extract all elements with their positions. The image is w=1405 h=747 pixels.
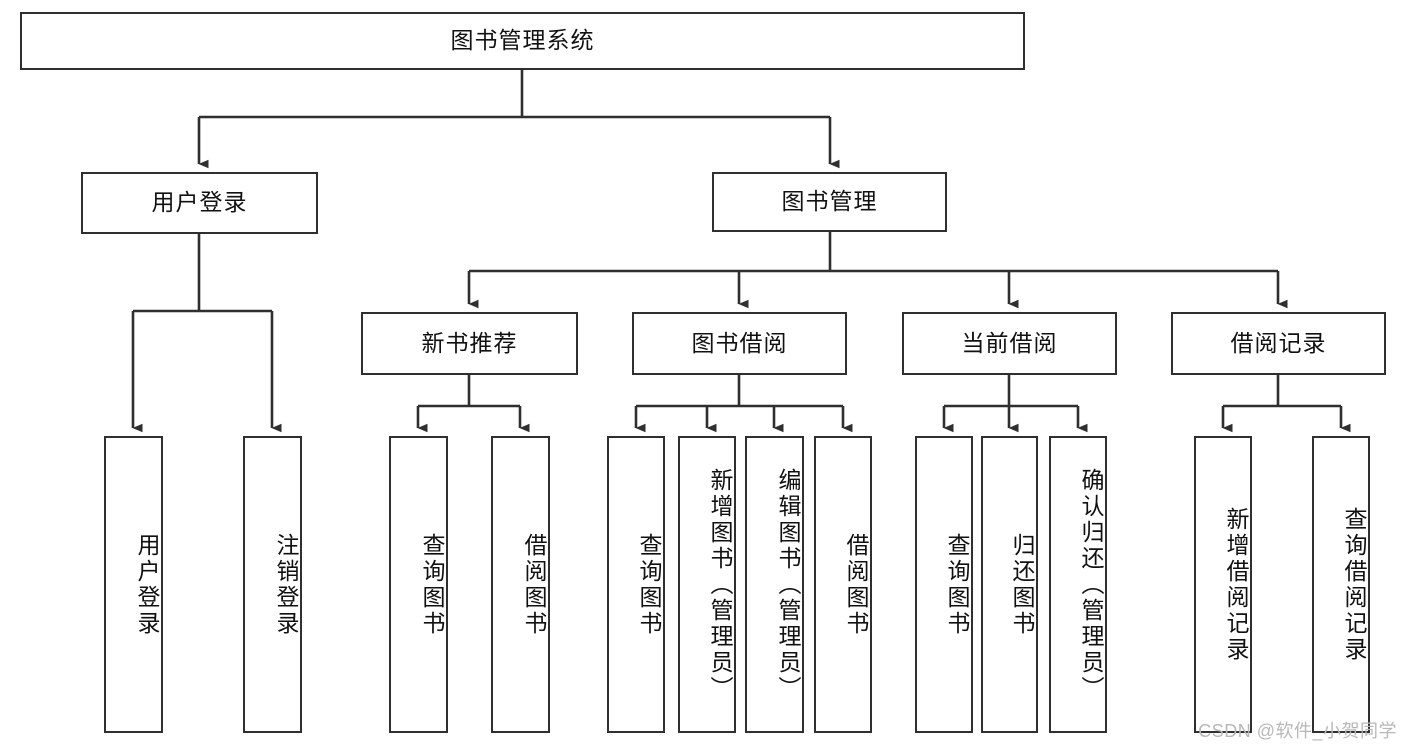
node-label: 借阅图书 xyxy=(521,532,547,637)
leaf-borrow-borrow-book[interactable]: 借阅图书 xyxy=(814,436,872,733)
leaf-borrow-add-book-admin[interactable]: 新增图书（管理员） xyxy=(678,436,736,733)
node-label: 当前借阅 xyxy=(961,329,1058,356)
node-label: 新增图书（管理员） xyxy=(707,467,733,702)
node-label: 新书推荐 xyxy=(421,329,518,356)
node-label: 编辑图书（管理员） xyxy=(775,467,801,702)
node-borrow-record[interactable]: 借阅记录 xyxy=(1171,312,1386,375)
leaf-user-login-login[interactable]: 用户登录 xyxy=(104,436,163,733)
node-label: 图书管理系统 xyxy=(450,27,595,54)
node-label: 用户登录 xyxy=(134,532,160,637)
node-user-login[interactable]: 用户登录 xyxy=(81,172,318,234)
leaf-new-book-query[interactable]: 查询图书 xyxy=(389,436,448,733)
node-label: 借阅记录 xyxy=(1230,329,1327,356)
node-label: 查询图书 xyxy=(944,532,970,637)
node-label: 新增借阅记录 xyxy=(1223,506,1249,663)
leaf-borrow-query-book[interactable]: 查询图书 xyxy=(607,436,665,733)
node-label: 归还图书 xyxy=(1009,532,1035,637)
node-current-borrow[interactable]: 当前借阅 xyxy=(902,312,1117,375)
leaf-current-query-book[interactable]: 查询图书 xyxy=(915,436,973,733)
node-label: 确认归还（管理员） xyxy=(1078,467,1104,702)
node-book-borrow[interactable]: 图书借阅 xyxy=(632,312,847,375)
node-label: 查询图书 xyxy=(419,532,445,637)
leaf-current-return-book[interactable]: 归还图书 xyxy=(981,436,1038,733)
node-label: 用户登录 xyxy=(151,189,248,216)
leaf-current-confirm-return-admin[interactable]: 确认归还（管理员） xyxy=(1049,436,1107,733)
node-root-system[interactable]: 图书管理系统 xyxy=(20,12,1025,70)
node-label: 借阅图书 xyxy=(843,532,869,637)
node-label: 查询图书 xyxy=(636,532,662,637)
node-label: 注销登录 xyxy=(273,532,299,637)
node-label: 图书借阅 xyxy=(691,329,788,356)
leaf-user-login-logout[interactable]: 注销登录 xyxy=(243,436,302,733)
leaf-new-book-borrow[interactable]: 借阅图书 xyxy=(491,436,550,733)
node-book-management[interactable]: 图书管理 xyxy=(712,172,947,232)
node-label: 图书管理 xyxy=(781,188,878,215)
node-label: 查询借阅记录 xyxy=(1341,506,1367,663)
leaf-borrow-edit-book-admin[interactable]: 编辑图书（管理员） xyxy=(745,436,804,733)
leaf-record-query-record[interactable]: 查询借阅记录 xyxy=(1312,436,1370,733)
leaf-record-add-record[interactable]: 新增借阅记录 xyxy=(1194,436,1252,733)
node-new-book-recommend[interactable]: 新书推荐 xyxy=(361,312,578,375)
